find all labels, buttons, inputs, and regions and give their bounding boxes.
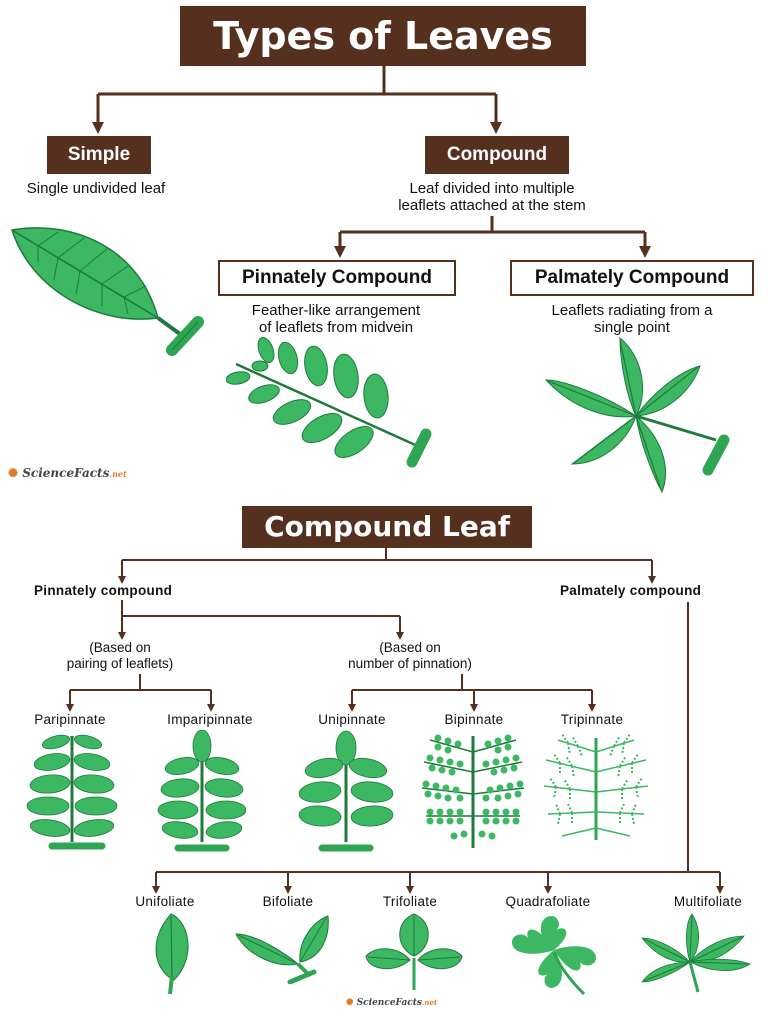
quadrafoliate-label: Quadrafoliate: [505, 894, 591, 909]
compound-leaf-title: Compound Leaf: [242, 506, 532, 548]
unipinnate-leaf-icon: [298, 730, 394, 852]
palmately-description: Leaflets radiating from a single point: [510, 302, 754, 336]
palmately-compound-label: Palmately Compound: [510, 260, 754, 296]
pinnately-desc-line1: Feather-like arrangement: [251, 302, 421, 319]
page-title: Types of Leaves: [180, 6, 586, 66]
unifoliate-label: Unifoliate: [135, 894, 195, 909]
unifoliate-leaf-icon: [155, 913, 189, 995]
multifoliate-leaf-icon: [641, 913, 751, 993]
logo-text-bottom: ScienceFacts: [356, 998, 422, 1008]
trifoliate-label: Trifoliate: [382, 894, 438, 909]
logo-text: ScienceFacts: [22, 466, 110, 480]
quadrafoliate-leaf-icon: [512, 916, 596, 996]
tripinnate-leaf-icon: [543, 734, 649, 840]
bipinnate-leaf-icon: [421, 734, 525, 848]
trifoliate-leaf-icon: [365, 913, 463, 990]
pairing-line2: pairing of leaflets): [66, 656, 174, 671]
logo-suffix-bottom: .net: [422, 998, 438, 1007]
pairing-line1: (Based on: [89, 640, 151, 655]
logo-suffix: .net: [109, 469, 127, 479]
compound-description: Leaf divided into multiple leaflets atta…: [352, 180, 632, 214]
unipinnate-label: Unipinnate: [318, 712, 386, 727]
simple-description: Single undivided leaf: [26, 180, 166, 197]
compound-label: Compound: [425, 136, 569, 174]
imparipinnate-label: Imparipinnate: [167, 712, 253, 727]
pinnately-compound-leaf-icon: [226, 337, 432, 468]
pinnately-description: Feather-like arrangement of leaflets fro…: [210, 302, 462, 336]
palmately-compound-leaf-icon: [544, 336, 730, 494]
pinnately-compound-category: Pinnately compound: [34, 583, 173, 598]
pinnately-desc-line2: of leaflets from midvein: [258, 319, 414, 336]
palmately-desc-line2: single point: [594, 319, 670, 336]
simple-leaf-icon: [11, 227, 204, 356]
sciencefacts-logo: ✺ ScienceFacts.net: [8, 466, 127, 480]
atom-icon: ✺: [8, 466, 19, 480]
pinnation-line1: (Based on: [379, 640, 441, 655]
palmately-desc-line1: Leaflets radiating from a: [551, 302, 713, 319]
bifoliate-label: Bifoliate: [262, 894, 314, 909]
palmately-compound-category: Palmately compound: [560, 583, 702, 598]
bipinnate-label: Bipinnate: [444, 712, 504, 727]
compound-desc-line2: leaflets attached at the stem: [398, 197, 586, 214]
atom-icon: ✺: [346, 998, 354, 1008]
pairing-basis: (Based on pairing of leaflets): [20, 640, 220, 672]
imparipinnate-leaf-icon: [157, 730, 246, 852]
multifoliate-label: Multifoliate: [673, 894, 743, 909]
tripinnate-label: Tripinnate: [560, 712, 624, 727]
simple-label: Simple: [47, 136, 151, 174]
paripinnate-label: Paripinnate: [34, 712, 106, 727]
bifoliate-leaf-icon: [235, 915, 329, 984]
pinnation-line2: number of pinnation): [348, 656, 472, 671]
pinnation-basis: (Based on number of pinnation): [310, 640, 510, 672]
sciencefacts-logo-bottom: ✺ ScienceFacts.net: [346, 998, 437, 1008]
pinnately-compound-label: Pinnately Compound: [218, 260, 456, 296]
paripinnate-leaf-icon: [26, 734, 118, 850]
compound-desc-line1: Leaf divided into multiple: [409, 180, 575, 197]
